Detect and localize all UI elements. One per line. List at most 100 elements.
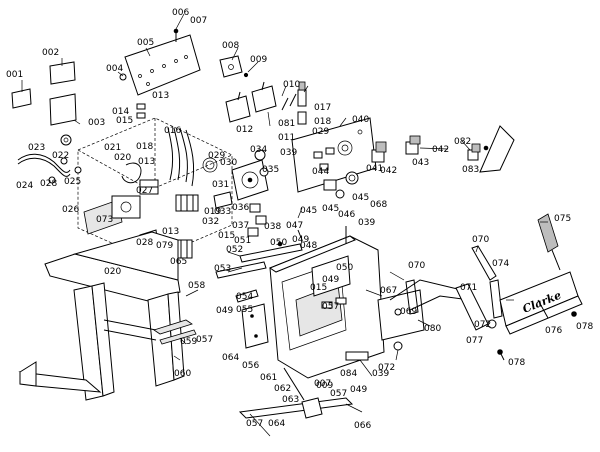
knob-034: [254, 149, 266, 161]
callout-016: 016: [164, 126, 181, 136]
callout-041: 041: [366, 164, 383, 174]
fitting-022: [60, 157, 68, 165]
callout-030: 030: [220, 158, 237, 168]
callout-062: 062: [274, 384, 291, 394]
bolt-078: [571, 311, 577, 317]
cable-024: [17, 153, 71, 173]
callout-006: 006: [172, 8, 189, 18]
callout-015: 015: [116, 116, 133, 126]
display-window-050: [311, 255, 351, 297]
callout-042a: 042: [380, 166, 397, 176]
callout-010: 010: [283, 80, 300, 90]
callout-040: 040: [352, 115, 369, 125]
clip-033: [213, 191, 233, 209]
callout-078b: 078: [508, 358, 525, 368]
screw-009: [243, 72, 249, 78]
plate-003: [49, 93, 77, 126]
callout-023: 023: [28, 143, 45, 153]
callout-057b: 057: [322, 302, 339, 312]
plate-074: [489, 279, 503, 319]
handle-075: [537, 213, 561, 271]
panel-holes: [138, 55, 188, 86]
callout-068: 068: [370, 200, 387, 210]
callout-025: 025: [64, 177, 81, 187]
callout-074: 074: [492, 259, 509, 269]
callout-020: 020: [104, 267, 121, 277]
link-076: [537, 299, 549, 319]
callout-labels: 001 002 003 004 005 006 007 008 009 010 …: [6, 8, 593, 431]
callout-072b: 072: [474, 320, 491, 330]
fitting-037: [255, 215, 267, 225]
callout-053: 053: [214, 264, 231, 274]
callout-060: 060: [174, 369, 191, 379]
callout-009b: 009: [316, 381, 333, 391]
callout-022: 022: [52, 151, 69, 161]
callout-008: 008: [222, 41, 239, 51]
callout-019: 019: [204, 207, 221, 217]
callout-032: 032: [202, 217, 219, 227]
callout-064a: 064: [222, 353, 239, 363]
callout-082: 082: [454, 137, 471, 147]
callout-045b: 045: [322, 204, 339, 214]
callout-012: 012: [236, 125, 253, 135]
lever-070: [405, 279, 419, 315]
callout-057a: 057: [196, 335, 213, 345]
screw-047: [297, 229, 303, 241]
fitting-028: [48, 176, 56, 184]
callout-048: 048: [300, 241, 317, 251]
callout-027: 027: [136, 186, 153, 196]
callout-029b: 029: [312, 127, 329, 137]
callout-013: 013: [152, 91, 169, 101]
callout-011: 011: [278, 133, 295, 143]
strip-052: [239, 243, 303, 263]
bracket-055: [241, 303, 269, 349]
screw-011: [281, 97, 289, 111]
stand-frame: [18, 231, 185, 401]
callout-015b: 015: [218, 231, 235, 241]
callout-054: 054: [236, 292, 253, 302]
callout-039a: 039: [280, 148, 297, 158]
callout-070b: 070: [472, 235, 489, 245]
block-008: [219, 55, 243, 78]
callout-009: 009: [250, 55, 267, 65]
callout-073: 073: [96, 215, 113, 225]
grommet-023: [60, 134, 72, 146]
main-housing-062: [268, 235, 385, 379]
fuse-018: [297, 111, 307, 125]
callout-075: 075: [554, 214, 571, 224]
callout-029a: 029: [208, 151, 225, 161]
callout-015c: 015: [310, 283, 327, 293]
callout-037: 037: [232, 221, 249, 231]
fuse-holder-017: [297, 81, 307, 107]
callout-079: 079: [156, 241, 173, 251]
callout-077: 077: [466, 336, 483, 346]
callout-049a: 049: [292, 235, 309, 245]
foot-084: [345, 351, 369, 361]
callout-018: 018: [314, 117, 331, 127]
linkage-067: [389, 279, 471, 301]
callout-081: 081: [278, 119, 295, 129]
callout-078a: 078: [576, 322, 593, 332]
electrical-box: [77, 117, 233, 261]
door-080: [377, 289, 425, 341]
callout-052: 052: [226, 245, 243, 255]
callout-003: 003: [88, 118, 105, 128]
callout-028b: 028: [136, 238, 153, 248]
callout-065: 065: [170, 257, 187, 267]
screw-051: [277, 241, 283, 247]
callout-057d: 057: [246, 419, 263, 429]
callout-028a: 028: [40, 179, 57, 189]
leader-lines: [21, 13, 548, 437]
callout-044: 044: [312, 167, 329, 177]
clip-014: [136, 103, 146, 110]
callout-076: 076: [545, 326, 562, 336]
spiral-connector-029: [202, 157, 218, 173]
callout-056: 056: [242, 361, 259, 371]
relay-027: [139, 179, 159, 195]
callout-039c: 039: [372, 369, 389, 379]
label-plate-001: [11, 88, 32, 109]
callout-064b: 064: [268, 419, 285, 429]
callout-045a: 045: [300, 206, 317, 216]
callout-084: 084: [340, 369, 357, 379]
